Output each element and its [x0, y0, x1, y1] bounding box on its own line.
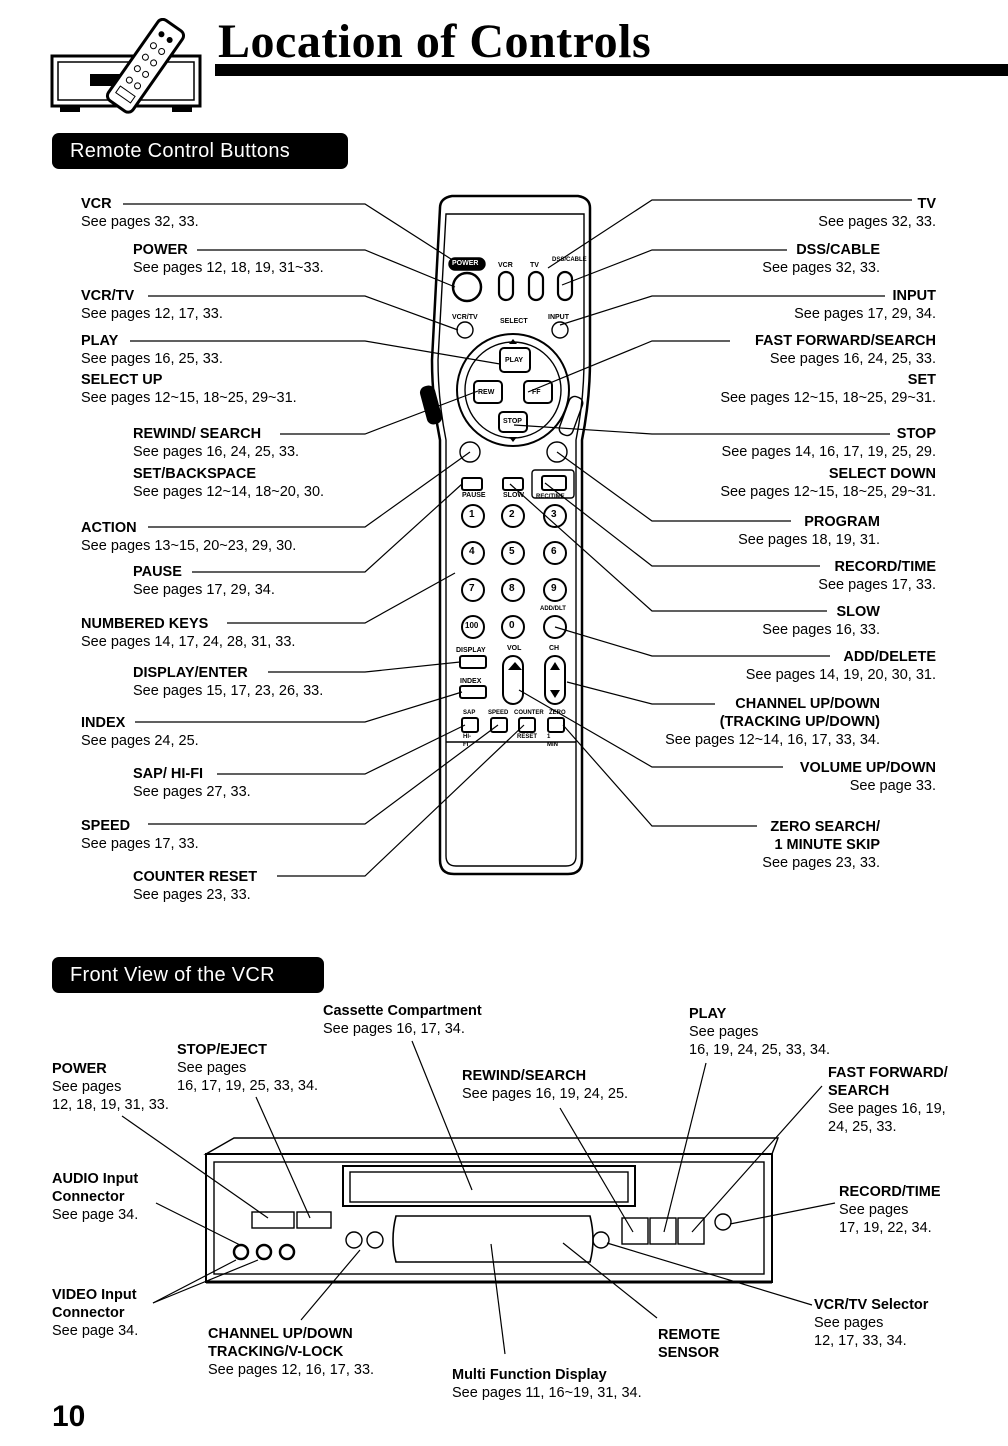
page-title: Location of Controls	[218, 15, 652, 68]
title-rule	[215, 64, 1008, 76]
label-channel: CHANNEL UP/DOWN(TRACKING UP/DOWN)See pag…	[665, 696, 880, 748]
key-6[interactable]: 6	[551, 546, 557, 557]
section-header-remote: Remote Control Buttons	[52, 133, 348, 169]
key-0[interactable]: 0	[509, 620, 515, 631]
key-8[interactable]: 8	[509, 583, 515, 594]
key-2[interactable]: 2	[509, 509, 515, 520]
key-1[interactable]: 1	[469, 509, 475, 520]
key-3[interactable]: 3	[551, 509, 557, 520]
key-9[interactable]: 9	[551, 583, 557, 594]
key-7[interactable]: 7	[469, 583, 475, 594]
key-4[interactable]: 4	[469, 546, 475, 557]
key-100[interactable]: 100	[465, 621, 479, 630]
remote-vcr-logo-icon	[50, 17, 210, 133]
page-number: 10	[52, 1400, 86, 1433]
section-header-front: Front View of the VCR	[52, 957, 324, 993]
key-5[interactable]: 5	[509, 546, 515, 557]
